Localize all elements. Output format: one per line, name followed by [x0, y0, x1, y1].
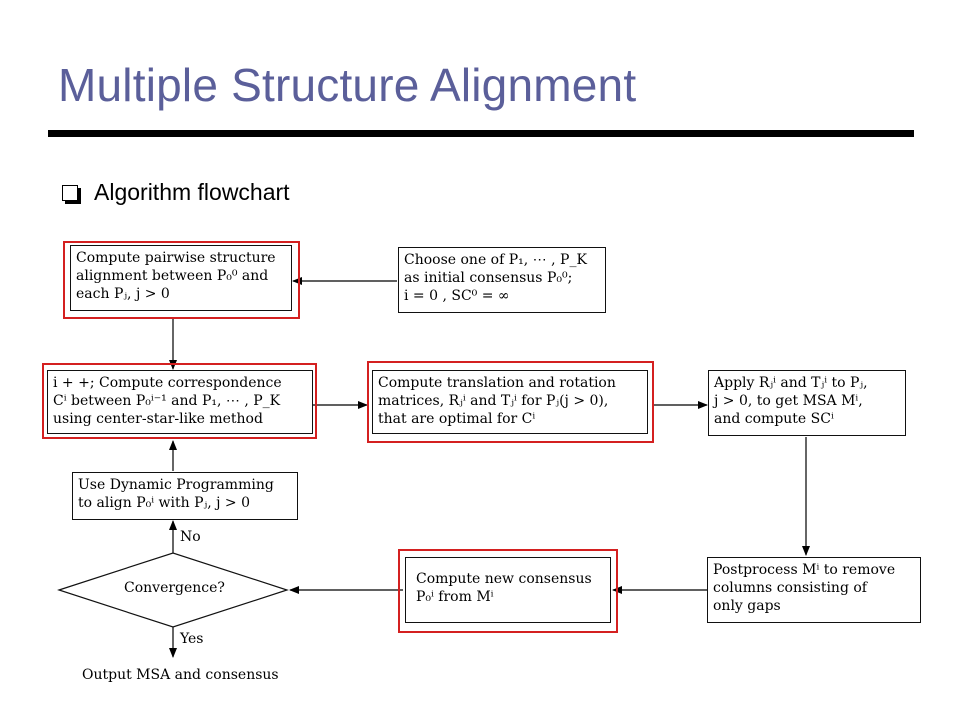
correspondence-line-2: Cⁱ between P₀ⁱ⁻¹ and P₁, ⋯ , P_K — [53, 393, 281, 409]
highlight-correspondence — [42, 363, 317, 439]
label-no: No — [180, 529, 201, 545]
node-correspondence: i + +; Compute correspondence Cⁱ between… — [47, 370, 313, 434]
choose-line-1: Choose one of P₁, ⋯ , P_K — [404, 252, 587, 268]
bullet-item: Algorithm flowchart — [62, 176, 290, 208]
consensus-line-2: P₀ⁱ from Mⁱ — [416, 589, 494, 605]
node-postprocess: Postprocess Mⁱ to remove columns consist… — [707, 557, 921, 623]
translation-line-1: Compute translation and rotation — [378, 375, 616, 391]
postprocess-line-1: Postprocess Mⁱ to remove — [713, 562, 896, 578]
postprocess-line-3: only gaps — [713, 598, 781, 614]
consensus-line-1: Compute new consensus — [416, 571, 592, 587]
apply-line-3: and compute SCⁱ — [714, 411, 834, 427]
label-yes: Yes — [180, 631, 204, 647]
dp-line-1: Use Dynamic Programming — [78, 477, 274, 493]
node-apply-transform: Apply Rⱼⁱ and Tⱼⁱ to Pⱼ, j > 0, to get M… — [708, 370, 906, 436]
node-new-consensus: Compute new consensus P₀ⁱ from Mⁱ — [405, 557, 611, 623]
pairwise-line-3: each Pⱼ, j > 0 — [76, 286, 170, 302]
bullet-text: Algorithm flowchart — [94, 178, 290, 205]
pairwise-line-2: alignment between P₀⁰ and — [76, 268, 269, 284]
title-divider — [48, 130, 914, 137]
output-text: Output MSA and consensus — [82, 667, 279, 683]
highlight-new-consensus — [398, 549, 618, 633]
translation-line-2: matrices, Rⱼⁱ and Tⱼⁱ for Pⱼ(j > 0), — [378, 393, 609, 409]
correspondence-line-1: i + +; Compute correspondence — [53, 375, 282, 391]
correspondence-line-3: using center-star-like method — [53, 411, 263, 427]
pairwise-line-1: Compute pairwise structure — [76, 250, 276, 266]
slide-title: Multiple Structure Alignment — [58, 59, 637, 111]
checkbox-bullet-icon — [62, 185, 78, 201]
postprocess-line-2: columns consisting of — [713, 580, 867, 596]
convergence-label: Convergence? — [124, 580, 225, 596]
highlight-pairwise — [63, 241, 300, 319]
convergence-decision — [57, 552, 289, 628]
dp-line-2: to align P₀ⁱ with Pⱼ, j > 0 — [78, 495, 250, 511]
choose-line-2: as initial consensus P₀⁰; — [404, 270, 573, 286]
node-pairwise-alignment: Compute pairwise structure alignment bet… — [70, 245, 292, 311]
translation-line-3: that are optimal for Cⁱ — [378, 411, 536, 427]
highlight-translation — [367, 361, 654, 443]
node-translation-rotation: Compute translation and rotation matrice… — [372, 370, 648, 434]
apply-line-2: j > 0, to get MSA Mⁱ, — [714, 393, 863, 409]
apply-line-1: Apply Rⱼⁱ and Tⱼⁱ to Pⱼ, — [714, 375, 868, 391]
node-dynamic-programming: Use Dynamic Programming to align P₀ⁱ wit… — [72, 472, 298, 520]
node-choose-initial: Choose one of P₁, ⋯ , P_K as initial con… — [398, 247, 606, 313]
choose-line-3: i = 0 , SC⁰ = ∞ — [404, 288, 510, 304]
